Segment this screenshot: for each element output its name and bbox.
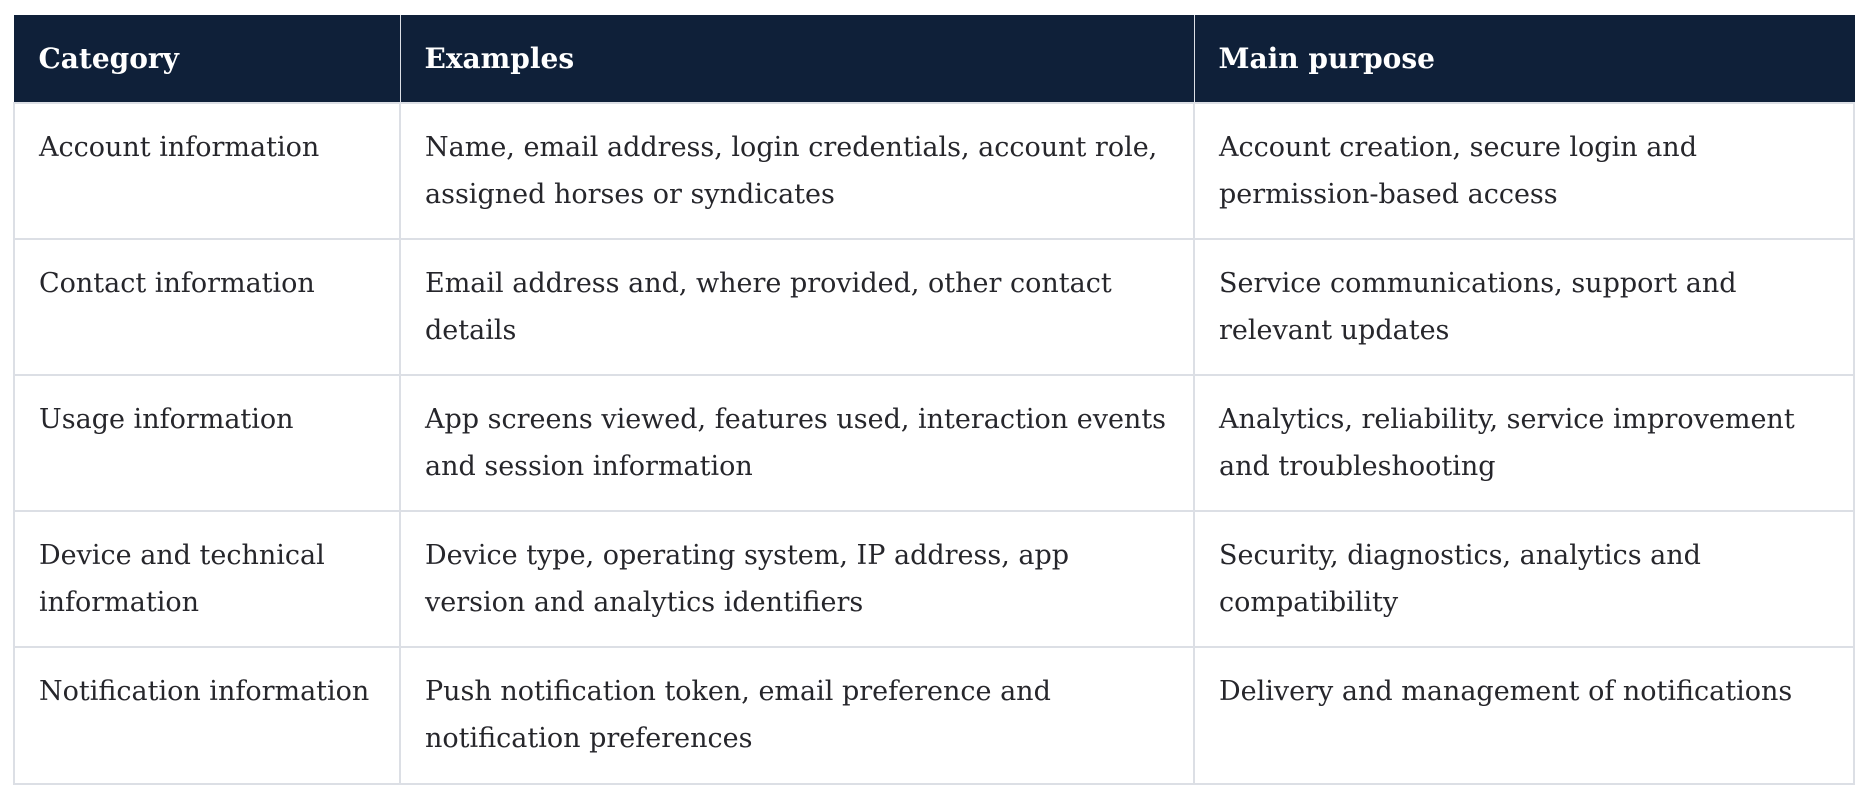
category-cell: Contact information — [13, 237, 401, 376]
table-row: Device and technical information Device … — [13, 509, 1855, 648]
table-row: Account information Name, email address,… — [13, 101, 1855, 240]
category-cell: Device and technical information — [13, 509, 401, 648]
table-row: Usage information App screens viewed, fe… — [13, 373, 1855, 512]
examples-cell: Name, email address, login credentials, … — [399, 101, 1195, 240]
table-body: Account information Name, email address,… — [13, 101, 1855, 785]
column-header-main-purpose: Main purpose — [1193, 15, 1855, 103]
main-purpose-cell: Delivery and management of notifications — [1193, 645, 1855, 785]
table-header-row: Category Examples Main purpose — [13, 15, 1855, 103]
data-table: Category Examples Main purpose Account i… — [13, 15, 1855, 785]
category-cell: Usage information — [13, 373, 401, 512]
examples-cell: Email address and, where provided, other… — [399, 237, 1195, 376]
table-header: Category Examples Main purpose — [13, 15, 1855, 103]
category-cell: Account information — [13, 101, 401, 240]
column-header-examples: Examples — [399, 15, 1195, 103]
main-purpose-cell: Service communications, support and rele… — [1193, 237, 1855, 376]
category-cell: Notification information — [13, 645, 401, 785]
table-row: Notification information Push notificati… — [13, 645, 1855, 785]
main-purpose-cell: Security, diagnostics, analytics and com… — [1193, 509, 1855, 648]
examples-cell: Push notification token, email preferenc… — [399, 645, 1195, 785]
examples-cell: Device type, operating system, IP addres… — [399, 509, 1195, 648]
main-purpose-cell: Analytics, reliability, service improvem… — [1193, 373, 1855, 512]
examples-cell: App screens viewed, features used, inter… — [399, 373, 1195, 512]
data-table-container: Category Examples Main purpose Account i… — [13, 15, 1855, 785]
main-purpose-cell: Account creation, secure login and permi… — [1193, 101, 1855, 240]
column-header-category: Category — [13, 15, 401, 103]
table-row: Contact information Email address and, w… — [13, 237, 1855, 376]
